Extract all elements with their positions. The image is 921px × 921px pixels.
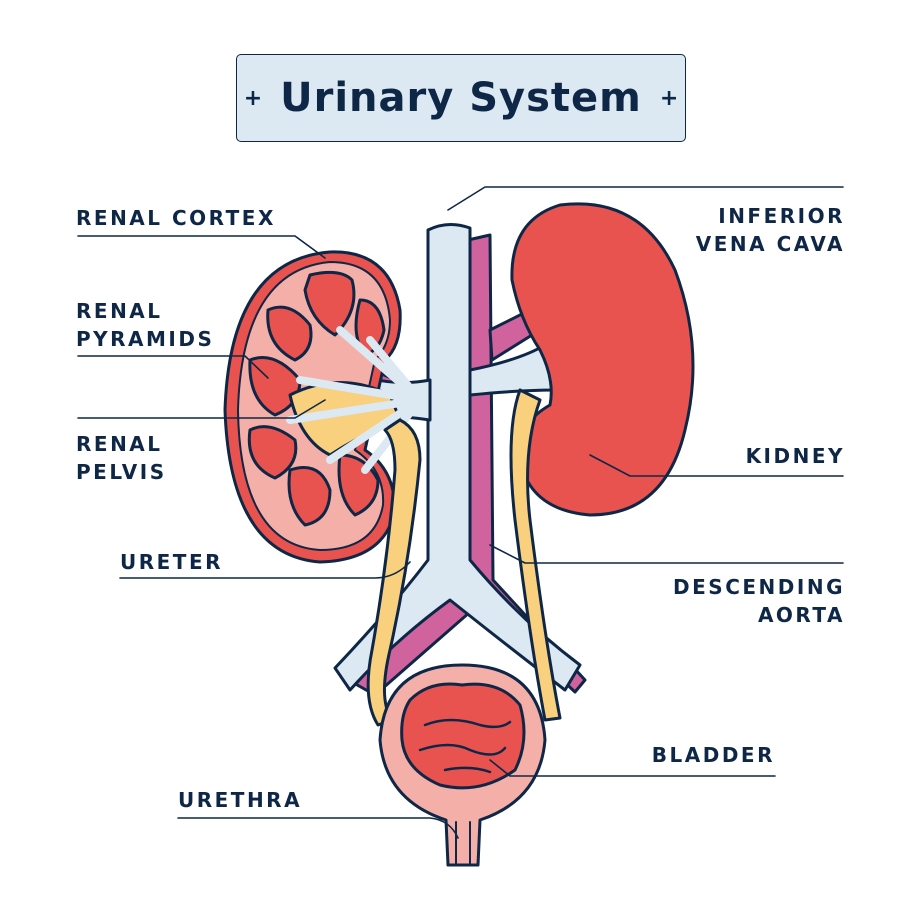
label-kidney: KIDNEY [745, 444, 845, 468]
bladder [378, 663, 547, 867]
diagram-title: Urinary System [280, 75, 642, 121]
label-inferior-vena-cava: INFERIOR VENA CAVA [695, 204, 845, 256]
leader-lines [77, 186, 844, 839]
label-descending-aorta: DESCENDING AORTA [673, 575, 845, 627]
label-bladder: BLADDER [651, 743, 775, 767]
label-renal-pelvis: RENAL PELVIS [76, 432, 167, 484]
kidney-right [510, 202, 695, 517]
label-urethra: URETHRA [178, 788, 303, 812]
title-ornament-left: + [243, 85, 263, 111]
title-banner: + Urinary System + [236, 54, 686, 142]
title-ornament-right: + [659, 85, 679, 111]
label-ureter: URETER [120, 550, 224, 574]
label-renal-cortex: RENAL CORTEX [76, 206, 276, 230]
ureters [366, 388, 562, 727]
label-renal-pyramids: RENAL PYRAMIDS [76, 299, 215, 351]
